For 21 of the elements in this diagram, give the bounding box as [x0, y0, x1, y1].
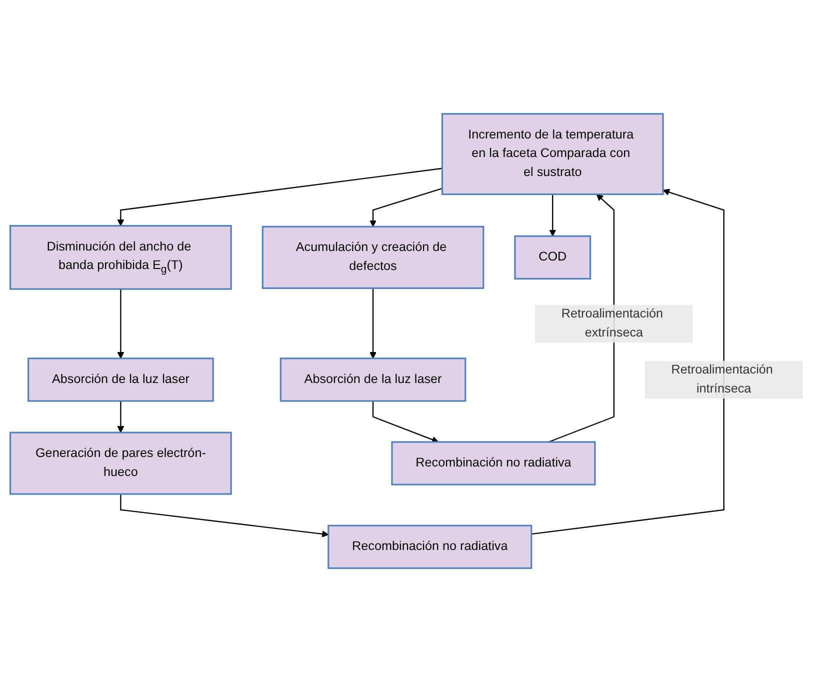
node-box: Absorción de la luz laser	[28, 358, 214, 402]
arrow	[117, 168, 442, 226]
arrow	[548, 194, 615, 443]
arrow	[117, 401, 124, 433]
arrow	[120, 494, 329, 538]
arrow	[370, 188, 442, 227]
node-box: Disminución del ancho de banda prohibida E$_{g}$(T)	[10, 225, 232, 290]
node-box: Recombinación no radiativa	[328, 524, 532, 569]
arrow	[549, 194, 556, 236]
edge-label: Retroalimentación extrínseca	[561, 307, 664, 340]
edge-label: Retroalimentación intrínseca	[671, 363, 773, 396]
arrow	[370, 288, 376, 359]
node-box: Recombinación no radiativa	[391, 441, 596, 486]
node-box: Incremento de la temperatura en la faceta Comparada con el sustrato	[441, 113, 664, 196]
arrow	[531, 188, 724, 535]
node-box: Generación de pares electrón-hueco	[10, 432, 232, 495]
arrow	[372, 401, 439, 443]
node-box: Acumulación y creación de defectos	[262, 226, 484, 289]
node-box: Absorción de la luz laser	[280, 358, 466, 402]
node-box: COD	[514, 235, 592, 280]
arrow	[117, 289, 124, 359]
